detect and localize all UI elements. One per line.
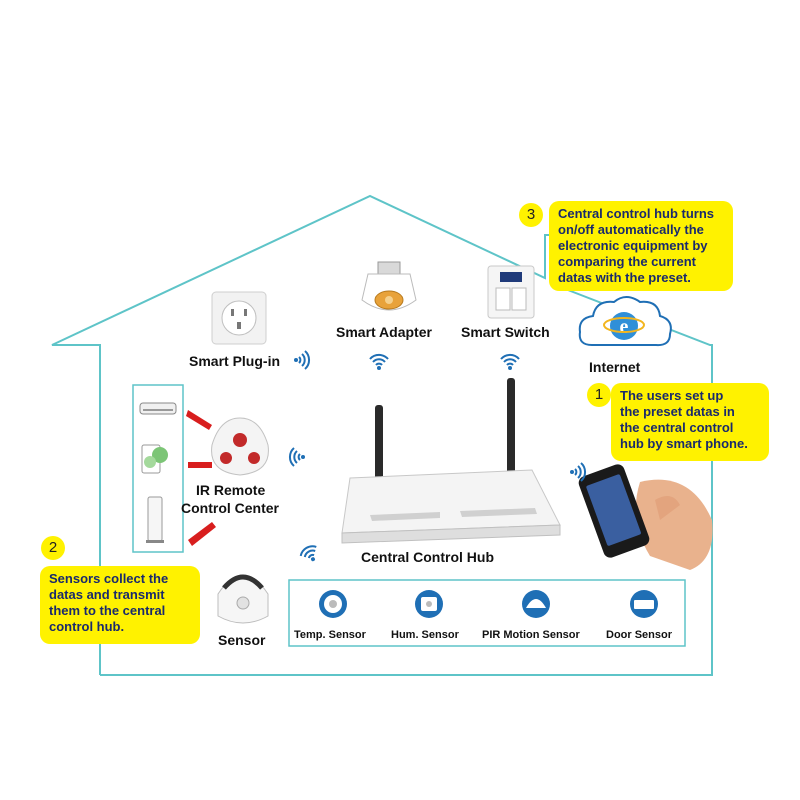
smart-switch-label: Smart Switch (461, 324, 550, 340)
smart-adapter-icon (361, 261, 417, 311)
smart-plug-icon (211, 291, 267, 345)
callout-3-number: 3 (519, 203, 543, 227)
ir-remote-icon (211, 417, 269, 476)
wifi-icon-switch (500, 353, 520, 371)
callout-2-line-3: them to the central (49, 603, 166, 618)
callout-3: Central control hub turns on/off automat… (549, 201, 733, 291)
sensor-device-icon (217, 574, 269, 624)
ir-remote-label-line2: Control Center (181, 500, 279, 516)
callout-1-line-4: hub by smart phone. (620, 436, 748, 451)
humidity-sensor-icon (415, 590, 443, 618)
door-sensor-icon (630, 590, 658, 618)
svg-text:e: e (620, 316, 629, 338)
door-sensor-label: Door Sensor (606, 629, 673, 641)
sensor-panel (288, 579, 686, 647)
tower-fan-icon (146, 496, 164, 543)
wifi-icon-sensor (297, 542, 323, 567)
callout-2-line-1: Sensors collect the (49, 571, 169, 586)
pir-sensor-label: PIR Motion Sensor (482, 629, 580, 641)
internet-cloud-icon: e (578, 296, 672, 347)
callout-3-line-1: Central control hub turns (558, 206, 714, 221)
smartphone-hand-icon (578, 464, 713, 570)
internet-label: Internet (589, 359, 641, 375)
callout-3-line-2: on/off automatically the (558, 222, 704, 237)
callout-3-line-3: electronic equipment by (558, 238, 708, 253)
hub-label: Central Control Hub (361, 549, 494, 565)
wifi-icon-plug (293, 350, 311, 370)
wifi-icon-phone (569, 462, 587, 482)
smart-switch-icon (487, 265, 535, 319)
hum-sensor-label: Hum. Sensor (391, 629, 459, 641)
wifi-icon-ir (288, 447, 306, 467)
air-purifier-icon (141, 444, 168, 474)
sensor-label: Sensor (218, 632, 266, 648)
wifi-icon-adapter (369, 353, 389, 371)
pir-motion-sensor-icon (522, 590, 550, 618)
callout-1-line-2: the preset datas in (620, 404, 735, 419)
air-conditioner-icon (139, 402, 177, 415)
temperature-sensor-icon (319, 590, 347, 618)
callout-1-number: 1 (587, 383, 611, 407)
callout-1-line-3: the central control (620, 420, 734, 435)
callout-2: Sensors collect the datas and transmit t… (40, 566, 200, 644)
smart-adapter-label: Smart Adapter (336, 324, 432, 340)
callout-1: The users set up the preset datas in the… (611, 383, 769, 461)
smart-plug-label: Smart Plug-in (189, 353, 281, 369)
callout-2-number: 2 (41, 536, 65, 560)
callout-1-line-1: The users set up (620, 388, 724, 403)
central-hub-router-icon (341, 378, 561, 544)
callout-2-line-2: datas and transmit (49, 587, 165, 602)
callout-2-line-4: control hub. (49, 619, 125, 634)
callout-3-line-5: datas with the preset. (558, 270, 691, 285)
ir-arrows (186, 410, 216, 546)
callout-3-line-4: comparing the current (558, 254, 696, 269)
temp-sensor-label: Temp. Sensor (294, 629, 366, 641)
ir-remote-label-line1: IR Remote (196, 482, 266, 498)
